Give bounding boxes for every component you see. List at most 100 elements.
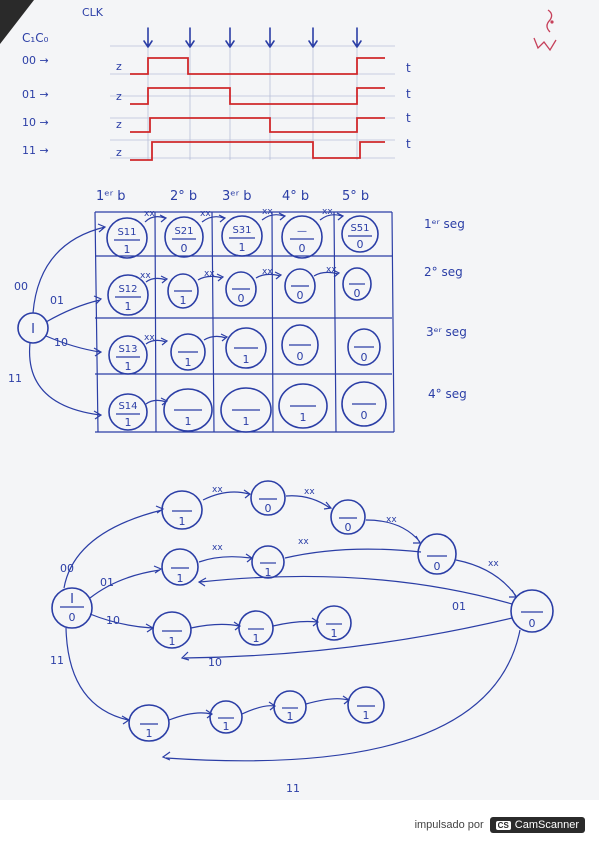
diagram-row-11: 1 1 1 1 [128, 686, 385, 742]
diagram-row-01: 1 1 [161, 545, 285, 586]
diagram-return-11: 11 [286, 782, 300, 795]
clk-label: CLK [82, 6, 104, 19]
grid-row-2: S12 1 1 0 0 0 [107, 267, 372, 316]
timing-row-11-z: z [116, 146, 122, 159]
col-header-2: 2° b [170, 189, 197, 204]
timing-row-11-label: 11 → [22, 144, 49, 157]
cell-4-3-bottom: 1 [243, 415, 250, 428]
cell-3-1-top: S13 [118, 344, 137, 355]
diagram-xx-4: xx [488, 559, 499, 569]
diagram-r4-s3-out: 1 [287, 710, 294, 723]
scanned-sheet: CLK C₁C₀ 00 → 01 → 1 [0, 0, 599, 800]
diagram-row-00: 1 0 0 0 0 [161, 480, 554, 633]
camscanner-logo: CS CamScanner [489, 817, 585, 833]
cs-badge-icon: CS [495, 820, 511, 830]
grid-row-3: S13 1 1 1 0 0 [108, 324, 381, 375]
grid-xx-4: xx [322, 207, 333, 217]
cell-2-1-bottom: 1 [125, 300, 132, 313]
diagram-xx-5: xx [212, 543, 223, 553]
cell-3-1-bottom: 1 [125, 360, 132, 373]
col-header-4: 4° b [282, 189, 309, 204]
diagram-row-10: 1 1 1 [152, 605, 352, 649]
handwritten-notes: CLK C₁C₀ 00 → 01 → 1 [0, 0, 557, 795]
cell-4-1-top: S14 [118, 401, 137, 412]
diagram-r1-s4-out: 0 [434, 560, 441, 573]
diagram-xx-3: xx [386, 515, 397, 525]
cell-1-4-top: — [297, 226, 307, 237]
diagram-r4-s4-out: 1 [363, 709, 370, 722]
timing-row-11-t: t [406, 137, 411, 151]
timing-row-10-z: z [116, 118, 122, 131]
diagram-r1-s2-out: 0 [265, 502, 272, 515]
grid-initial-label: I [31, 322, 35, 337]
diagram-r1-s5-out: 0 [529, 617, 536, 630]
cell-1-4-bottom: 0 [299, 242, 306, 255]
timing-row-01-z: z [116, 90, 122, 103]
waveform-01 [130, 87, 385, 105]
cell-1-3-bottom: 1 [239, 241, 246, 254]
grid-xx-7: xx [262, 267, 273, 277]
grid-xx-6: xx [204, 269, 215, 279]
col-header-1: 1ᵉʳ b [96, 189, 125, 204]
cell-3-5-bottom: 0 [361, 351, 368, 364]
cell-1-2-top: S21 [174, 226, 193, 237]
diagram-branch-11: 11 [50, 654, 64, 667]
grid-xx-9: xx [144, 333, 155, 343]
diagram-r2-s2-out: 1 [265, 566, 272, 579]
state-grid: 1ᵉʳ b 2° b 3ᵉʳ b 4° b 5° b 1ᵉʳ seg 2° se… [8, 189, 467, 433]
cell-1-5-bottom: 0 [357, 238, 364, 251]
row-header-4: 4° seg [428, 387, 467, 401]
diagram-xx-6: xx [298, 537, 309, 547]
state-diagram: I 0 1 0 0 0 0 1 1 [50, 480, 554, 795]
diagram-return-01: 01 [452, 600, 466, 613]
diagram-r1-s1-out: 1 [179, 515, 186, 528]
diagram-initial-state [51, 587, 93, 629]
cell-4-1-bottom: 1 [125, 416, 132, 429]
grid-xx-2: xx [200, 209, 211, 219]
powered-by: impulsado por CS CamScanner [415, 817, 585, 833]
cell-1-2-bottom: 0 [181, 242, 188, 255]
grid-branch-01: 01 [50, 294, 64, 307]
diagram-return-10: 10 [208, 656, 222, 669]
grid-branch-arrows [28, 223, 107, 420]
timing-row-01-label: 01 → [22, 88, 49, 101]
grid-xx-8: xx [326, 265, 337, 275]
cell-1-3-top: S31 [232, 225, 251, 236]
timing-row-00-label: 00 → [22, 54, 49, 67]
clock-edge-arrows [143, 27, 362, 48]
scan-corner-shadow [0, 0, 34, 44]
diagram-xx-2: xx [304, 487, 315, 497]
diagram-xx-1: xx [212, 485, 223, 495]
grid-branch-10: 10 [54, 336, 68, 349]
cell-2-2-bottom: 1 [180, 294, 187, 307]
timing-row-10-t: t [406, 111, 411, 125]
cell-2-1-top: S12 [118, 284, 137, 295]
row-header-2: 2° seg [424, 265, 463, 279]
cell-1-1-top: S11 [117, 227, 136, 238]
camscanner-brand: CamScanner [514, 819, 579, 831]
diagram-r3-s1-out: 1 [169, 635, 176, 648]
grid-transition-arrows [144, 212, 345, 406]
grid-row-4: S14 1 1 1 1 0 [108, 381, 387, 433]
timing-row-00-z: z [116, 60, 122, 73]
diagram-initial-bottom: 0 [69, 611, 76, 624]
cell-3-2-bottom: 1 [185, 356, 192, 369]
grid-branch-00: 00 [14, 280, 28, 293]
cell-3-4-bottom: 0 [297, 350, 304, 363]
diagram-r3-s2-out: 1 [253, 632, 260, 645]
row-header-3: 3ᵉʳ seg [426, 325, 467, 339]
row-header-1: 1ᵉʳ seg [424, 217, 465, 231]
grid-xx-1: xx [144, 209, 155, 219]
cell-2-4-bottom: 0 [297, 289, 304, 302]
diagram-r4-s1-out: 1 [146, 727, 153, 740]
powered-by-text: impulsado por [414, 819, 484, 831]
diagram-arrows [63, 489, 521, 762]
diagram-r1-s3-out: 0 [345, 521, 352, 534]
cell-2-3-bottom: 0 [238, 292, 245, 305]
diagram-r4-s2-out: 1 [223, 720, 230, 733]
diagram-r2-s1-out: 1 [177, 572, 184, 585]
waveform-11 [130, 141, 385, 161]
grid-xx-5: xx [140, 271, 151, 281]
timing-row-00-t: t [406, 61, 411, 75]
cell-3-3-bottom: 1 [243, 353, 250, 366]
